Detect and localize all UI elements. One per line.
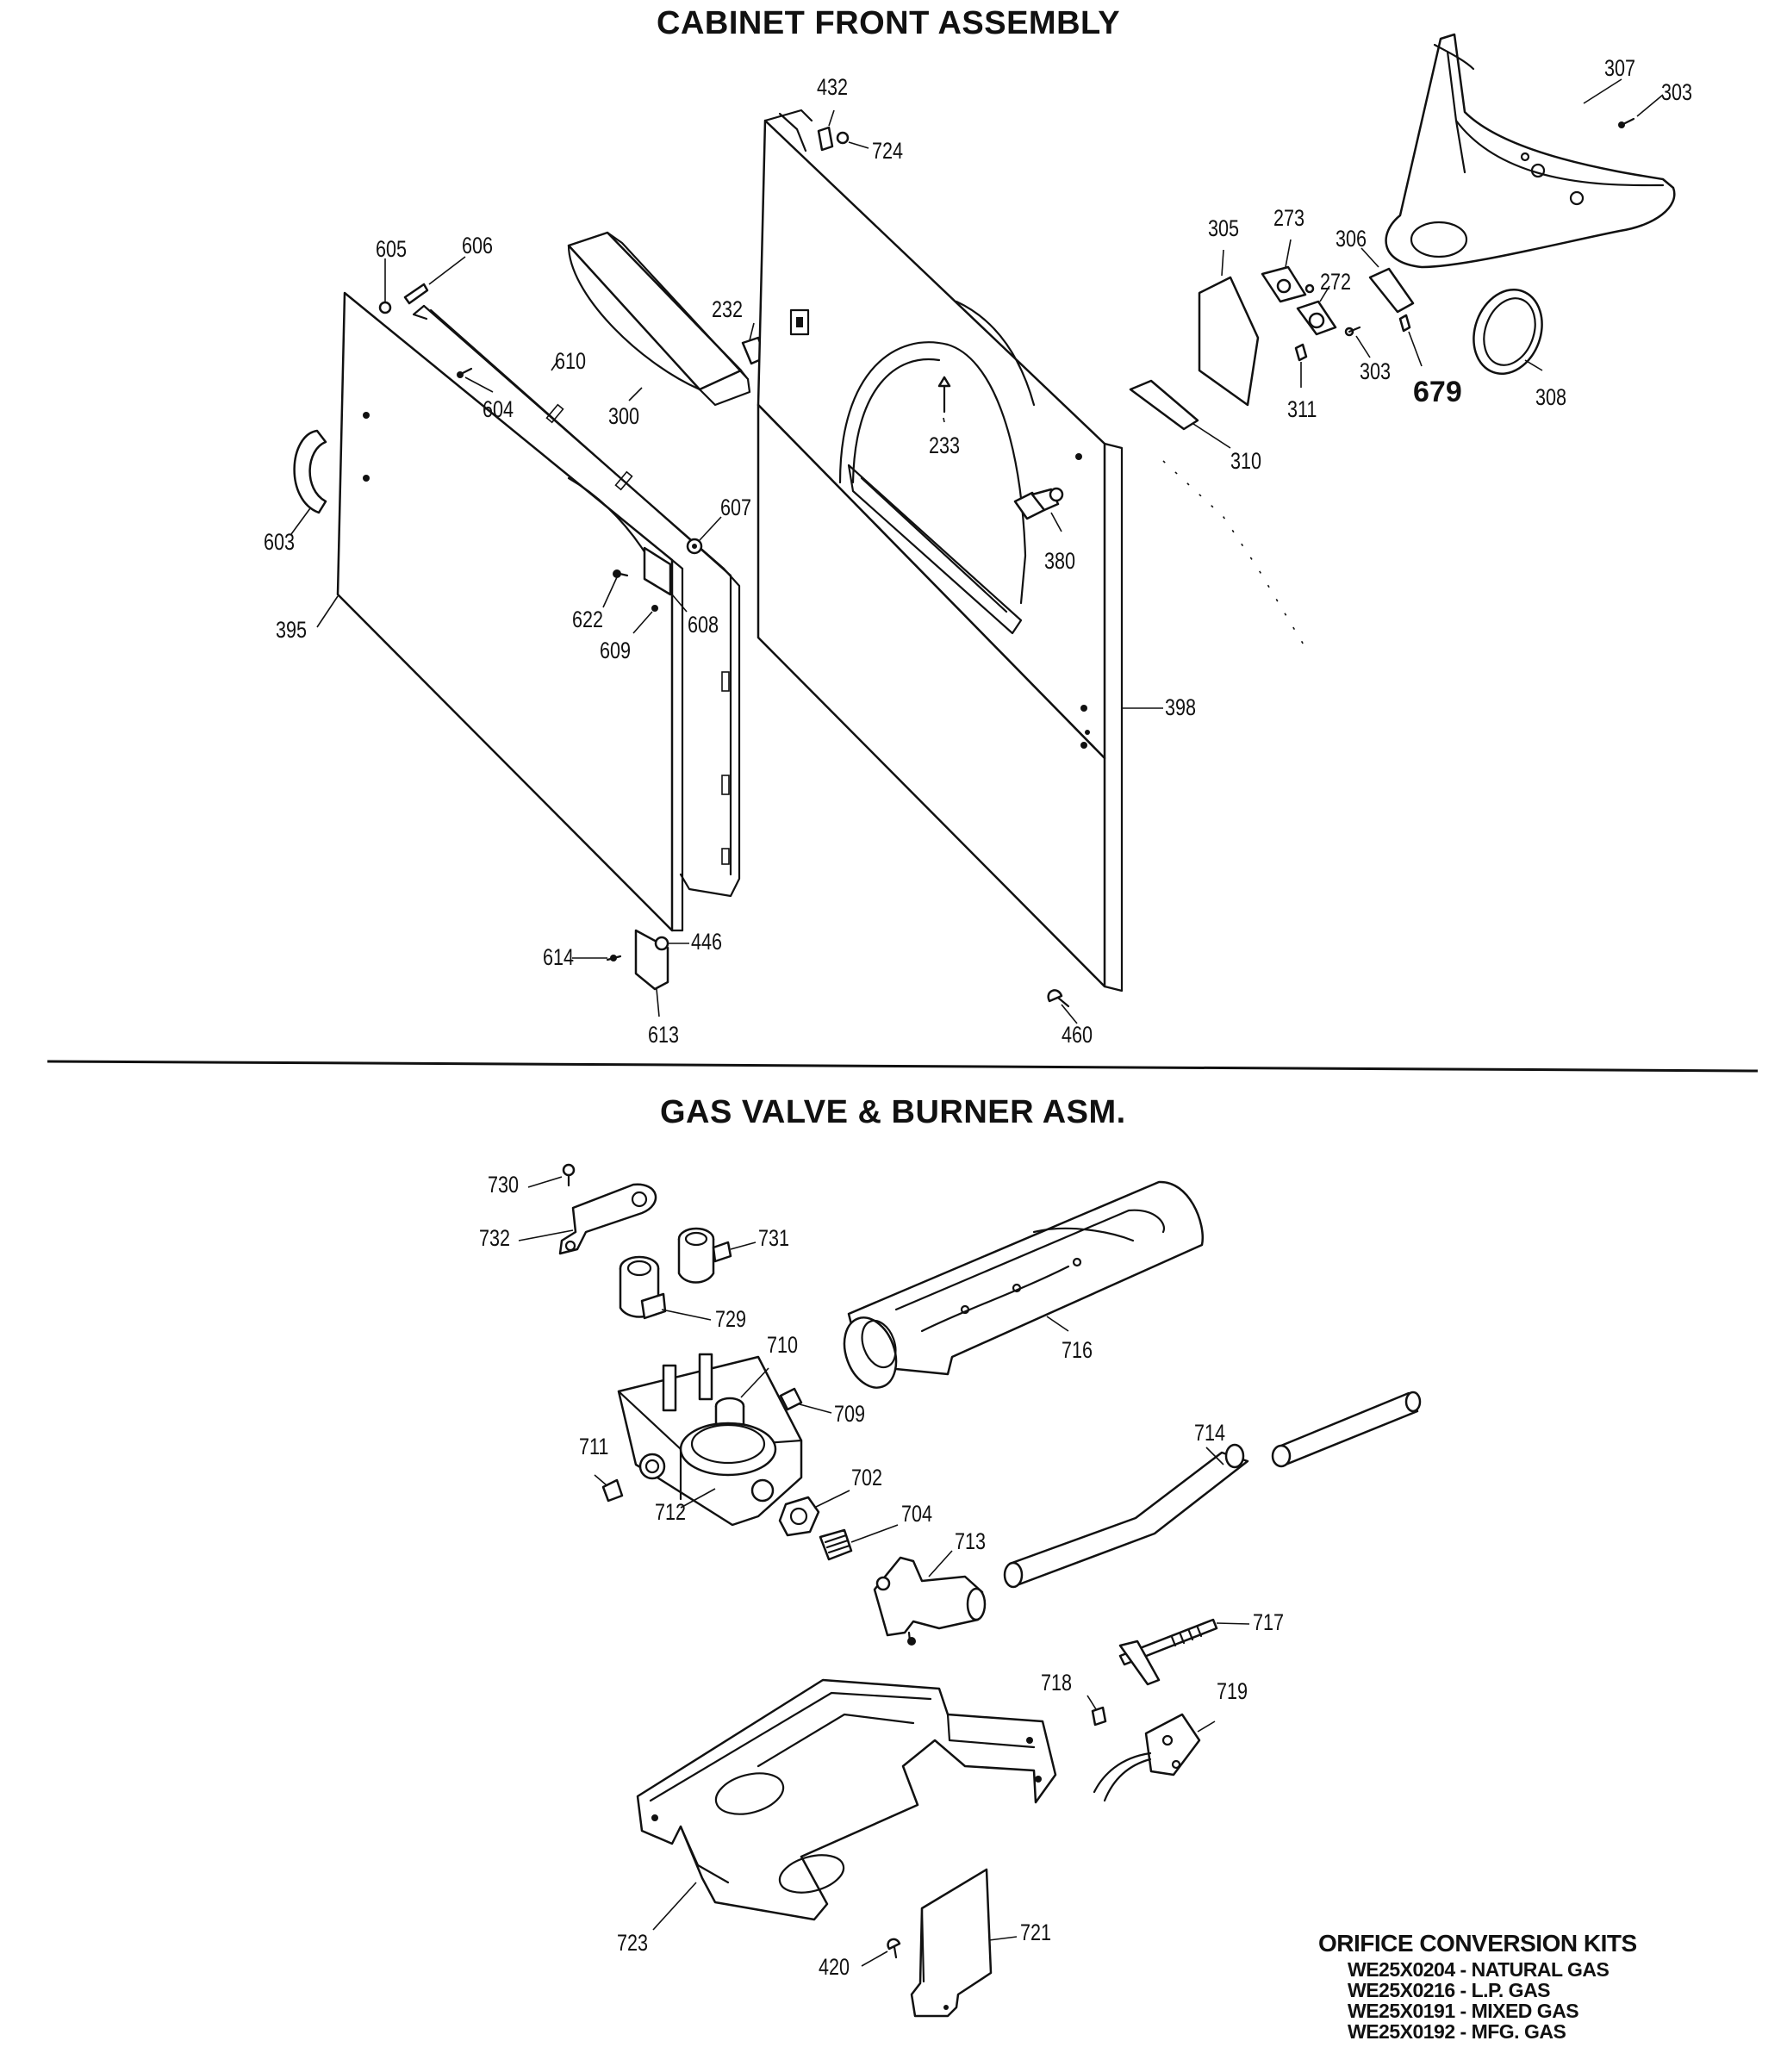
callout-702: 702 <box>851 1465 883 1490</box>
callout-713: 713 <box>955 1528 987 1554</box>
callout-232: 232 <box>712 296 744 322</box>
section-title-cabinet-front: CABINET FRONT ASSEMBLY <box>657 5 1121 41</box>
callout-311: 311 <box>1287 396 1317 422</box>
callout-721: 721 <box>1020 1920 1052 1945</box>
callout-610: 610 <box>555 348 587 374</box>
callout-608: 608 <box>688 612 719 638</box>
callout-460: 460 <box>1062 1022 1093 1048</box>
callout-719: 719 <box>1217 1678 1248 1704</box>
orifice-kit-item: WE25X0204 - NATURAL GAS <box>1348 1958 1610 1981</box>
callout-395: 395 <box>276 617 308 643</box>
callout-714: 714 <box>1194 1420 1226 1446</box>
callout-420: 420 <box>819 1954 850 1980</box>
callout-613: 613 <box>648 1022 680 1048</box>
blower-housing-307 <box>1385 33 1676 269</box>
callout-300: 300 <box>608 403 640 429</box>
callout-380: 380 <box>1044 548 1076 574</box>
gas-valve-712 <box>617 1353 803 1527</box>
section-divider <box>47 1060 1759 1073</box>
callout-716: 716 <box>1062 1337 1093 1363</box>
callout-603: 603 <box>264 529 296 555</box>
section-title-gas-valve: GAS VALVE & BURNER ASM. <box>660 1094 1126 1130</box>
orifice-kit-item: WE25X0192 - MFG. GAS <box>1348 2020 1566 2043</box>
callout-718: 718 <box>1041 1670 1073 1696</box>
callout-303-mid: 303 <box>1360 358 1392 384</box>
callout-272: 272 <box>1320 269 1352 295</box>
callout-712: 712 <box>655 1499 687 1525</box>
callout-710: 710 <box>767 1332 799 1358</box>
callout-731: 731 <box>758 1225 790 1251</box>
callout-605: 605 <box>376 236 408 262</box>
orifice-kits-note: ORIFICE CONVERSION KITS WE25X0204 - NATU… <box>1318 1930 1637 2042</box>
callout-233: 233 <box>929 432 961 458</box>
callout-305: 305 <box>1208 215 1240 241</box>
callout-308: 308 <box>1535 384 1567 410</box>
door-panel-395 <box>336 291 684 932</box>
lint-duct-300 <box>567 231 751 407</box>
orifice-kits-title: ORIFICE CONVERSION KITS <box>1318 1930 1637 1957</box>
callout-622: 622 <box>572 607 604 632</box>
callout-432: 432 <box>817 74 849 100</box>
handle-603 <box>293 429 327 514</box>
callout-310: 310 <box>1230 448 1262 474</box>
callout-446: 446 <box>691 929 723 955</box>
callout-307: 307 <box>1604 55 1636 81</box>
callout-723: 723 <box>617 1930 649 1956</box>
orifice-kit-item: WE25X0216 - L.P. GAS <box>1348 1979 1551 2001</box>
callout-709: 709 <box>834 1401 866 1427</box>
callout-606: 606 <box>462 233 494 258</box>
callout-303-top: 303 <box>1661 79 1693 105</box>
callout-704: 704 <box>901 1501 933 1527</box>
callout-273: 273 <box>1273 205 1305 231</box>
callout-729: 729 <box>715 1306 747 1332</box>
callout-679: 679 <box>1413 376 1462 408</box>
callout-306: 306 <box>1336 226 1367 252</box>
burner-716 <box>843 1180 1204 1389</box>
orifice-kit-item: WE25X0191 - MIXED GAS <box>1348 2000 1579 2022</box>
callout-732: 732 <box>479 1225 511 1251</box>
callout-609: 609 <box>600 638 632 663</box>
cabinet-front-398 <box>757 109 1124 992</box>
burner-bracket-723 <box>636 1678 1057 1921</box>
callout-730: 730 <box>488 1172 520 1198</box>
callout-607: 607 <box>720 495 752 520</box>
callout-614: 614 <box>543 944 575 970</box>
callout-711: 711 <box>579 1434 609 1459</box>
callout-717: 717 <box>1253 1609 1285 1635</box>
callout-724: 724 <box>872 138 904 164</box>
callout-398: 398 <box>1165 694 1197 720</box>
callout-604: 604 <box>483 396 514 422</box>
